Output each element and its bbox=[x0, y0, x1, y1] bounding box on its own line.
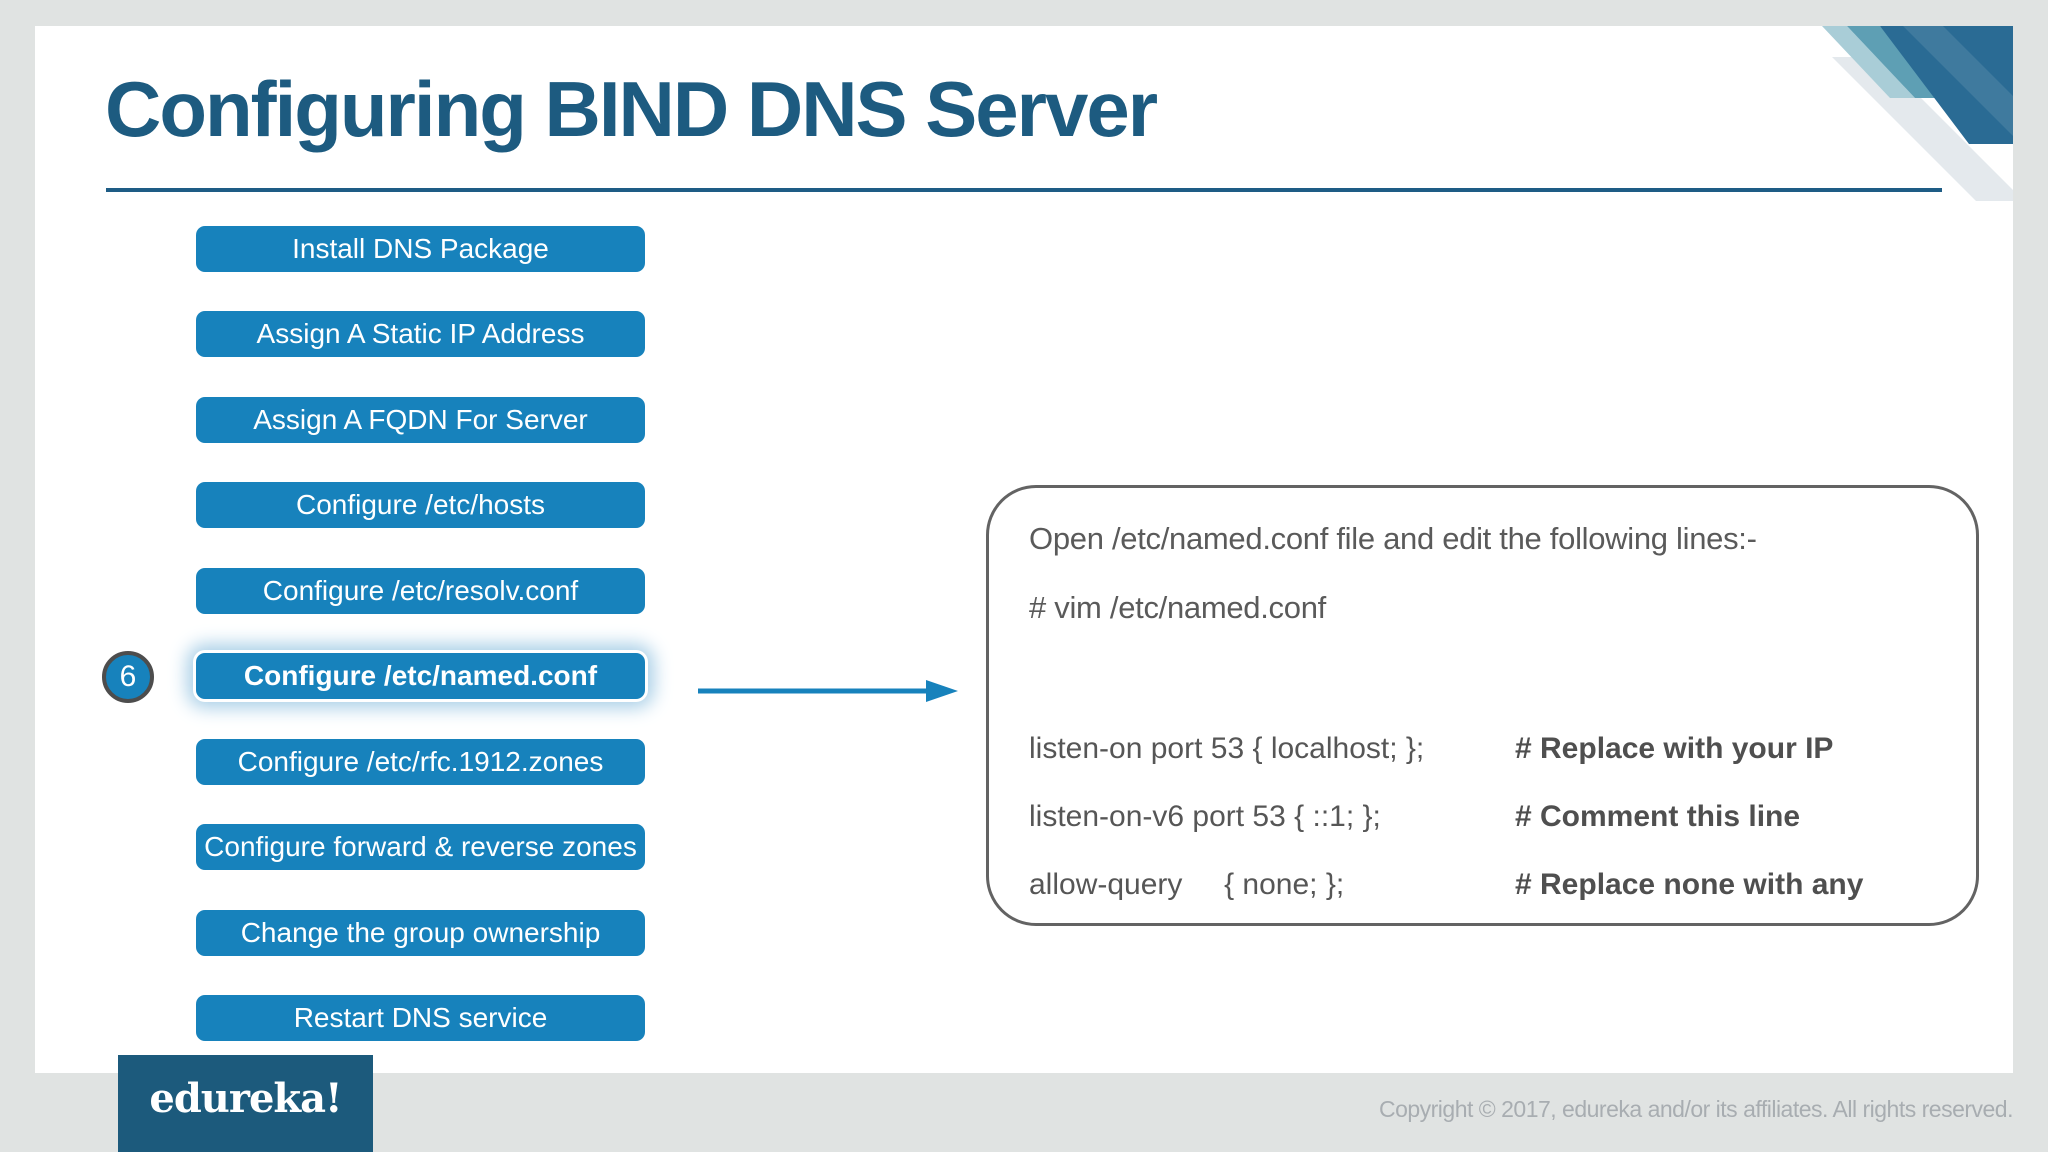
corner-decoration-icon bbox=[1822, 26, 2013, 201]
callout-intro-line: Open /etc/named.conf file and edit the f… bbox=[1029, 521, 1757, 556]
step-assign-fqdn: Assign A FQDN For Server bbox=[196, 397, 645, 443]
code-comment: # Replace none with any bbox=[1515, 868, 1864, 901]
step-assign-static-ip: Assign A Static IP Address bbox=[196, 311, 645, 357]
step-configure-rfc-1912-zones: Configure /etc/rfc.1912.zones bbox=[196, 739, 645, 785]
callout-vim-command: # vim /etc/named.conf bbox=[1029, 590, 1326, 625]
code-text: listen-on port 53 { localhost; }; bbox=[1029, 732, 1425, 765]
code-line: listen-on-v6 port 53 { ::1; }; # Comment… bbox=[1029, 800, 1800, 834]
step-change-group-ownership: Change the group ownership bbox=[196, 910, 645, 956]
step-configure-etc-hosts: Configure /etc/hosts bbox=[196, 482, 645, 528]
step-configure-forward-reverse-zones: Configure forward & reverse zones bbox=[196, 824, 645, 870]
page-title: Configuring BIND DNS Server bbox=[105, 65, 1158, 153]
right-arrow-icon bbox=[698, 680, 958, 702]
code-text: allow-query { none; }; bbox=[1029, 868, 1345, 901]
callout-box: Open /etc/named.conf file and edit the f… bbox=[986, 485, 1979, 926]
title-underline bbox=[106, 188, 1942, 192]
step-install-dns-package: Install DNS Package bbox=[196, 226, 645, 272]
edureka-logo: edureka! bbox=[118, 1055, 373, 1152]
code-text: listen-on-v6 port 53 { ::1; }; bbox=[1029, 800, 1381, 833]
slide: Configuring BIND DNS Server Install DNS … bbox=[35, 26, 2013, 1073]
step-number-badge: 6 bbox=[102, 651, 154, 703]
code-comment: # Replace with your IP bbox=[1515, 732, 1834, 765]
step-configure-etc-named-conf: Configure /etc/named.conf bbox=[196, 653, 645, 699]
code-line: allow-query { none; }; # Replace none wi… bbox=[1029, 868, 1863, 902]
code-line: listen-on port 53 { localhost; }; # Repl… bbox=[1029, 732, 1833, 766]
step-configure-etc-resolv-conf: Configure /etc/resolv.conf bbox=[196, 568, 645, 614]
code-comment: # Comment this line bbox=[1515, 800, 1801, 833]
step-restart-dns-service: Restart DNS service bbox=[196, 995, 645, 1041]
copyright-text: Copyright © 2017, edureka and/or its aff… bbox=[1378, 1096, 2014, 1122]
